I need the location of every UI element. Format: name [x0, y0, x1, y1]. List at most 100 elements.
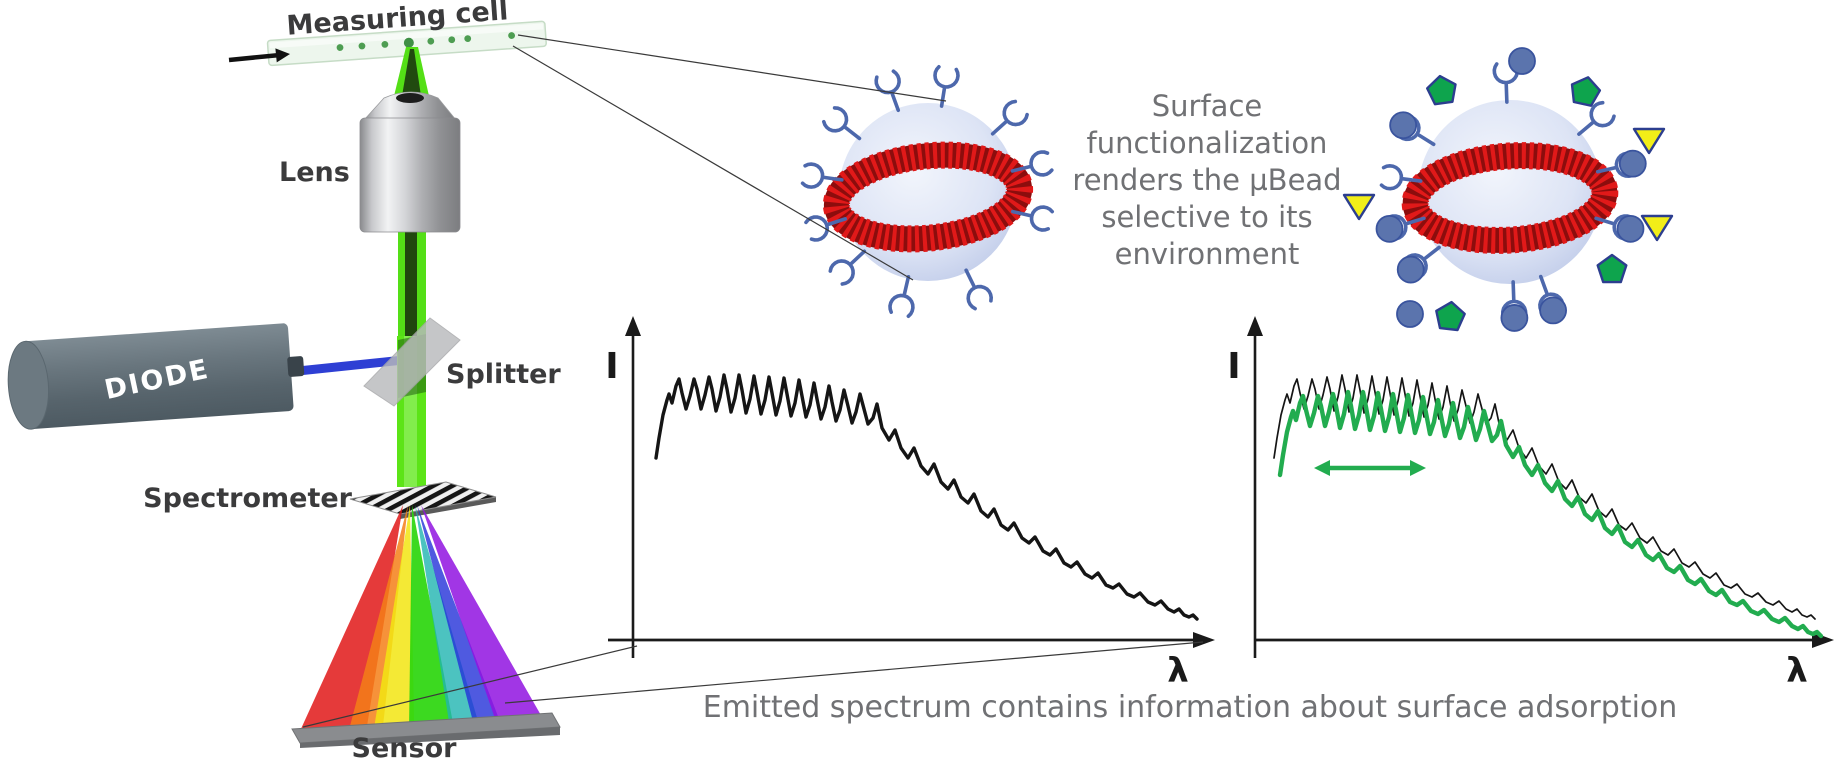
plot2-y-axis-label: I — [1227, 346, 1240, 387]
laser-diode: DIODE — [7, 323, 305, 430]
receptor-stem — [842, 124, 862, 141]
analyte-pentagon — [1570, 76, 1602, 107]
sample-bead-dot — [381, 40, 389, 48]
receptor-cup-icon — [804, 215, 830, 242]
measuring-cell-highlight — [269, 23, 544, 49]
spectrometer-label: Spectrometer — [143, 483, 353, 514]
y-axis-arrowhead — [625, 316, 641, 336]
receptor-stem — [1403, 216, 1426, 226]
magnification-lines — [302, 34, 1204, 728]
receptor-cup-icon — [1029, 205, 1054, 232]
sample-bead-dot — [464, 35, 472, 43]
analyte-circle — [1508, 47, 1536, 75]
shift-arrow-head — [1410, 460, 1426, 476]
bound-analyte-circle — [1389, 111, 1418, 140]
plot-group-1 — [608, 316, 1215, 658]
collected-light-core — [402, 49, 421, 96]
flow-arrows — [228, 48, 290, 63]
sample-bead-dot — [508, 32, 515, 39]
plot1-x-axis-label: λ — [1167, 651, 1189, 691]
functionalized-microbead — [1375, 61, 1647, 332]
magnification-line — [302, 645, 638, 728]
receptor-stem — [1010, 209, 1034, 218]
x-axis-arrowhead — [1812, 632, 1834, 648]
receptor-cup-icon — [1589, 100, 1616, 128]
receptor-stem — [1594, 216, 1617, 226]
caption-line: functionalization — [1086, 126, 1328, 160]
resonance-shift-arrow — [1314, 460, 1426, 476]
analyte-triangle — [1342, 193, 1376, 221]
magnification-line — [504, 641, 1204, 704]
receptor-cup-icon — [828, 259, 855, 286]
receptor-cup-icon — [966, 284, 994, 311]
receptor-cup-icon — [1029, 150, 1054, 177]
lens-shoulder — [363, 91, 457, 121]
rainbow-wedge — [300, 505, 403, 731]
wgm-ring-fins — [1401, 142, 1619, 254]
bound-analyte-circle — [1616, 214, 1645, 243]
receptor-stem — [1010, 164, 1033, 173]
receptor-cup-icon — [1002, 99, 1029, 127]
bound-analyte-circle — [1375, 214, 1404, 243]
microbead-sphere — [839, 103, 1017, 281]
receptor-stem — [1400, 176, 1423, 183]
wgm-ring — [1401, 142, 1619, 254]
analyte-pentagon — [1435, 300, 1466, 332]
lens-label: Lens — [279, 157, 350, 188]
x-axis-arrowhead — [1193, 632, 1215, 648]
magnification-line — [517, 34, 947, 102]
receptor-stem — [990, 119, 1009, 136]
receptor-cup-icon — [1379, 163, 1404, 191]
bare-microbead — [800, 65, 1054, 318]
receptor-stem — [1538, 274, 1550, 297]
sample-bead-dot — [336, 44, 344, 51]
analyte-triangle — [1632, 127, 1666, 155]
wgm-ring-fins — [822, 141, 1034, 253]
spectrum-plots — [608, 316, 1834, 658]
sensor-label: Sensor — [352, 733, 458, 761]
receptor-stem — [902, 274, 911, 298]
plot2-x-axis-label: λ — [1786, 651, 1808, 691]
spectrum-curve — [1273, 374, 1816, 620]
caption-line: environment — [1114, 237, 1300, 271]
splitter-label: Splitter — [446, 359, 561, 390]
receptor-stem — [1504, 81, 1509, 104]
receptor-stem — [1577, 120, 1596, 136]
analyte-pentagon — [1426, 74, 1457, 106]
sample-bead-dot — [358, 42, 366, 50]
beam-splitter — [363, 317, 461, 407]
receptor-cup-icon — [822, 106, 849, 133]
dispersed-spectrum — [300, 505, 541, 731]
analyte-pentagon — [1596, 253, 1628, 284]
receptor-cup-icon — [888, 293, 915, 318]
bound-analyte-circle — [1396, 255, 1425, 284]
bound-analyte-circle — [1618, 149, 1647, 178]
shifted-spectrum-curve — [1277, 389, 1824, 639]
sensor-front — [300, 727, 560, 748]
wgm-ring — [822, 141, 1034, 253]
analyte-triangle — [1640, 214, 1674, 242]
receptor-stem — [889, 90, 901, 113]
bound-analyte-circle — [1539, 296, 1567, 325]
inflow-arrow-head — [275, 48, 290, 63]
receptor-stem — [825, 217, 848, 227]
spectrum-curve — [654, 373, 1199, 621]
receptor-cup-icon — [874, 69, 901, 95]
beam-signal-core — [405, 229, 417, 347]
functionalization-caption: Surface functionalization renders the µB… — [1040, 88, 1374, 273]
plot1-y-axis-label: I — [605, 346, 618, 387]
lens-aperture — [396, 93, 424, 103]
diode-nozzle — [287, 356, 305, 377]
shift-arrow-head — [1314, 460, 1330, 476]
inflow-arrow — [228, 52, 283, 63]
rainbow-wedge — [349, 505, 408, 728]
sample-bead-dot — [448, 36, 456, 44]
diode-body — [22, 323, 294, 429]
receptor-stem — [964, 268, 977, 290]
bound-analyte-circle — [1500, 304, 1529, 332]
caption-line: Surface — [1151, 89, 1263, 123]
rainbow-wedge — [374, 505, 415, 726]
sample-bead-dot — [427, 37, 435, 45]
y-axis-arrowhead — [1247, 316, 1263, 336]
